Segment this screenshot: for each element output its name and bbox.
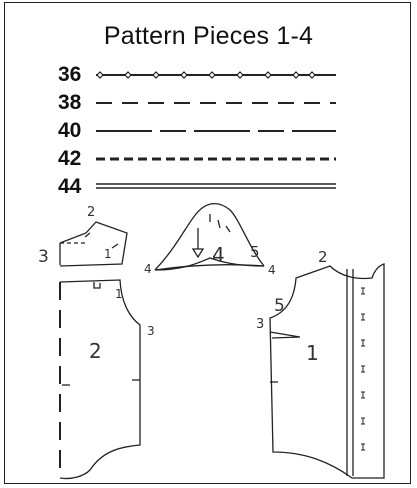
piece-1-number: 1 <box>306 341 319 365</box>
piece-4-notch-left: 4 <box>144 262 152 276</box>
legend-line-44 <box>96 183 336 189</box>
size-label-36: 36 <box>58 63 82 86</box>
size-label-40: 40 <box>58 119 82 142</box>
size-label-42: 42 <box>58 147 82 170</box>
size-label-44: 44 <box>58 175 82 198</box>
piece-1-notch-5: 5 <box>274 296 285 316</box>
piece-3-number: 3 <box>38 247 49 267</box>
piece-3-notch-1: 1 <box>104 247 112 261</box>
pattern-piece-1 <box>269 263 385 479</box>
piece-2-number: 2 <box>89 339 102 363</box>
pattern-piece-3 <box>59 221 128 267</box>
piece-4-notch-right: 4 <box>268 263 276 277</box>
piece-2-notch-3: 3 <box>147 324 155 338</box>
piece-4-number: 4 <box>212 243 225 267</box>
pattern-piece-2 <box>59 279 141 480</box>
piece-2-notch-1: 1 <box>115 287 123 301</box>
piece-1-notch-2: 2 <box>318 248 328 266</box>
size-label-38: 38 <box>58 91 82 114</box>
pattern-piece-4 <box>154 203 265 271</box>
piece-4-notch-5: 5 <box>250 243 260 261</box>
legend-line-36 <box>96 71 336 79</box>
piece-3-notch-2: 2 <box>87 205 95 220</box>
piece-1-notch-3: 3 <box>256 317 264 332</box>
diagram-frame <box>4 2 411 484</box>
diagram-title: Pattern Pieces 1-4 <box>103 22 314 50</box>
